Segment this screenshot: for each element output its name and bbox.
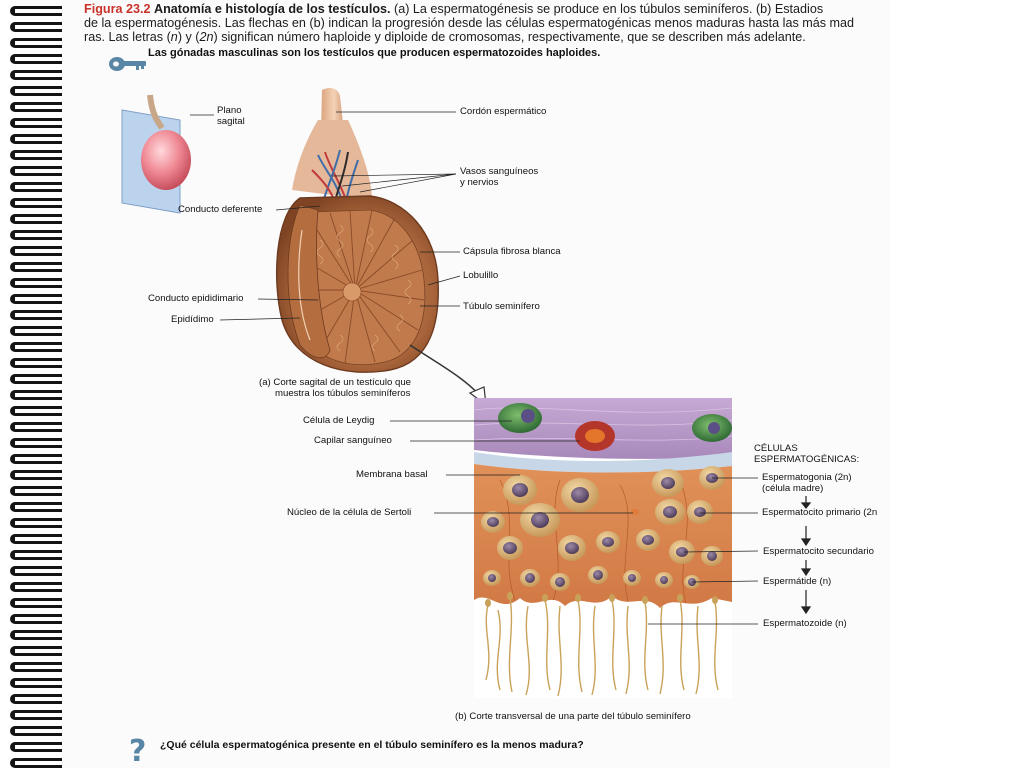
label-capilar-sanguineo: Capilar sanguíneo [314, 435, 392, 446]
caption-text-3c: ) significan número haploide y diploide … [213, 30, 806, 44]
panel-b-caption: (b) Corte transversal de una parte del t… [455, 711, 691, 722]
figure-caption-line-1: Figura 23.2 Anatomía e histología de los… [84, 2, 890, 16]
key-icon [109, 57, 146, 71]
label-espermatozoide: Espermatozoide (n) [763, 618, 847, 629]
sperm-tails [485, 597, 719, 697]
label-tubulo-seminifero: Túbulo seminífero [463, 301, 540, 312]
progression-arrows [800, 496, 812, 615]
caption-text-3a: ras. Las letras ( [84, 30, 171, 44]
label-capsula-fibrosa: Cápsula fibrosa blanca [463, 246, 561, 257]
figure-caption-line-2: de la espermatogénesis. Las flechas en (… [84, 16, 855, 30]
spermatogenic-cells [481, 466, 725, 591]
question-icon: ? [129, 734, 146, 767]
figure-label: Figura 23.2 [84, 2, 151, 16]
label-lobulillo: Lobulillo [463, 270, 499, 281]
label-nucleo-sertoli: Núcleo de la célula de Sertoli [287, 507, 412, 518]
label-conducto-deferente: Conducto deferente [178, 204, 263, 215]
label-plano: Plano [217, 105, 242, 116]
caption-text-3b: ) y ( [177, 30, 200, 44]
figure-caption-line-3: ras. Las letras (n) y (2n) significan nú… [84, 30, 890, 44]
panel-a-leaders [219, 111, 461, 321]
label-membrana-basal: Membrana basal [356, 469, 428, 480]
caption-n: n [170, 30, 178, 44]
label-celula-leydig: Célula de Leydig [303, 415, 375, 426]
figure-title: Anatomía e histología de los testículos. [154, 2, 391, 16]
label-conducto-epididimario: Conducto epididimario [148, 293, 244, 304]
caption-2n: 2n [199, 30, 214, 44]
sagittal-plane-inset [121, 94, 214, 214]
caption-text-1: (a) La espermatogénesis se produce en lo… [394, 2, 824, 16]
label-espermatocito-secundario: Espermatocito secundario [763, 546, 874, 557]
tubule-coils [311, 224, 412, 352]
label-espermatide: Espermátide (n) [763, 576, 832, 587]
label-epididimo: Epidídimo [171, 314, 214, 325]
tissue-block [474, 398, 732, 698]
label-espermatogonia: Espermatogonia (2n) [762, 472, 852, 483]
cells-heading-1: CÉLULAS [754, 443, 798, 454]
spiral-binding [0, 0, 68, 768]
review-question: ¿Qué célula espermatogénica presente en … [160, 739, 584, 751]
label-sagital: sagital [217, 116, 245, 127]
section-heading: Las gónadas masculinas son los testículo… [148, 47, 601, 59]
label-espermatocito-primario: Espermatocito primario (2n [762, 507, 878, 518]
right-margin [890, 0, 1024, 768]
panel-a-caption-2: muestra los túbulos seminíferos [275, 388, 411, 399]
cells-heading-2: ESPERMATOGÉNICAS: [754, 454, 860, 465]
label-celula-madre: (célula madre) [762, 483, 824, 494]
svg-text:?: ? [129, 734, 146, 767]
label-y-nervios: y nervios [460, 177, 499, 188]
panel-a-caption-1: (a) Corte sagital de un testículo que [259, 377, 411, 388]
label-vasos-sanguineos: Vasos sanguíneos [460, 166, 539, 177]
panel-b-leaders [390, 420, 759, 625]
label-cordon-espermatico: Cordón espermático [460, 106, 547, 117]
